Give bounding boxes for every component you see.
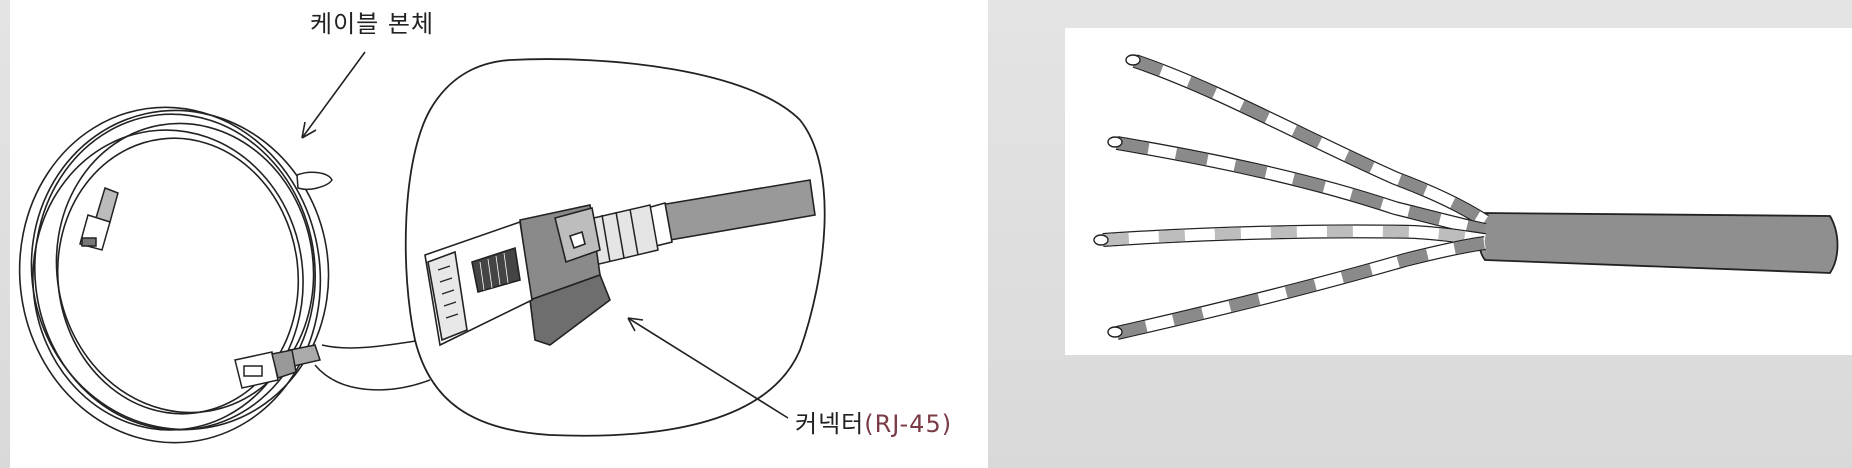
wire-pair-3 xyxy=(1093,224,1486,247)
cable-body-label: 케이블 본체 xyxy=(310,10,435,38)
wire-pair-2 xyxy=(1107,136,1487,237)
connector-label-model: (RJ-45) xyxy=(864,410,953,438)
cable-tie xyxy=(296,171,333,191)
coiled-cable-illustration xyxy=(18,51,826,444)
cable-coil xyxy=(18,106,330,444)
right-illustration-panel xyxy=(1065,28,1852,355)
arrow-to-connector xyxy=(627,317,789,419)
cable-jacket xyxy=(1479,212,1839,274)
wire-pair-1 xyxy=(1125,54,1489,227)
small-connector-bottom xyxy=(234,344,321,389)
arrow-to-cable-body xyxy=(301,51,366,139)
rj45-connector xyxy=(424,204,611,347)
wire-pair-4 xyxy=(1107,236,1486,340)
twisted-pair-illustration xyxy=(1093,54,1839,340)
connector-label: 커넥터(RJ-45) xyxy=(795,412,952,436)
small-connector-top xyxy=(79,187,119,251)
magnify-pointer xyxy=(314,364,431,391)
connector-label-text: 커넥터 xyxy=(795,410,865,438)
left-illustration-panel: 케이블 본체 커넥터(RJ-45) xyxy=(10,0,988,468)
